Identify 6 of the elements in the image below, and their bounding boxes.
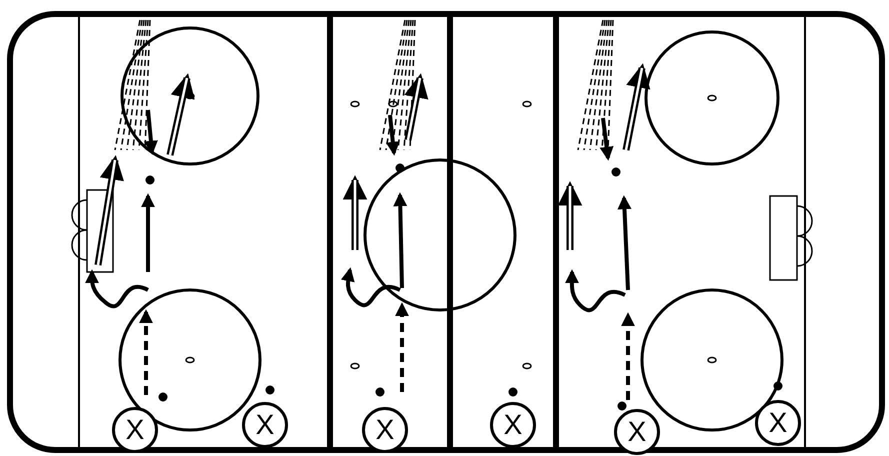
player-mark: X [126, 416, 144, 444]
player-mark: X [256, 411, 274, 439]
player-mark: X [628, 418, 646, 446]
player-mark: X [504, 411, 522, 439]
player-mark: X [768, 409, 788, 437]
player-mark: X [376, 416, 394, 444]
